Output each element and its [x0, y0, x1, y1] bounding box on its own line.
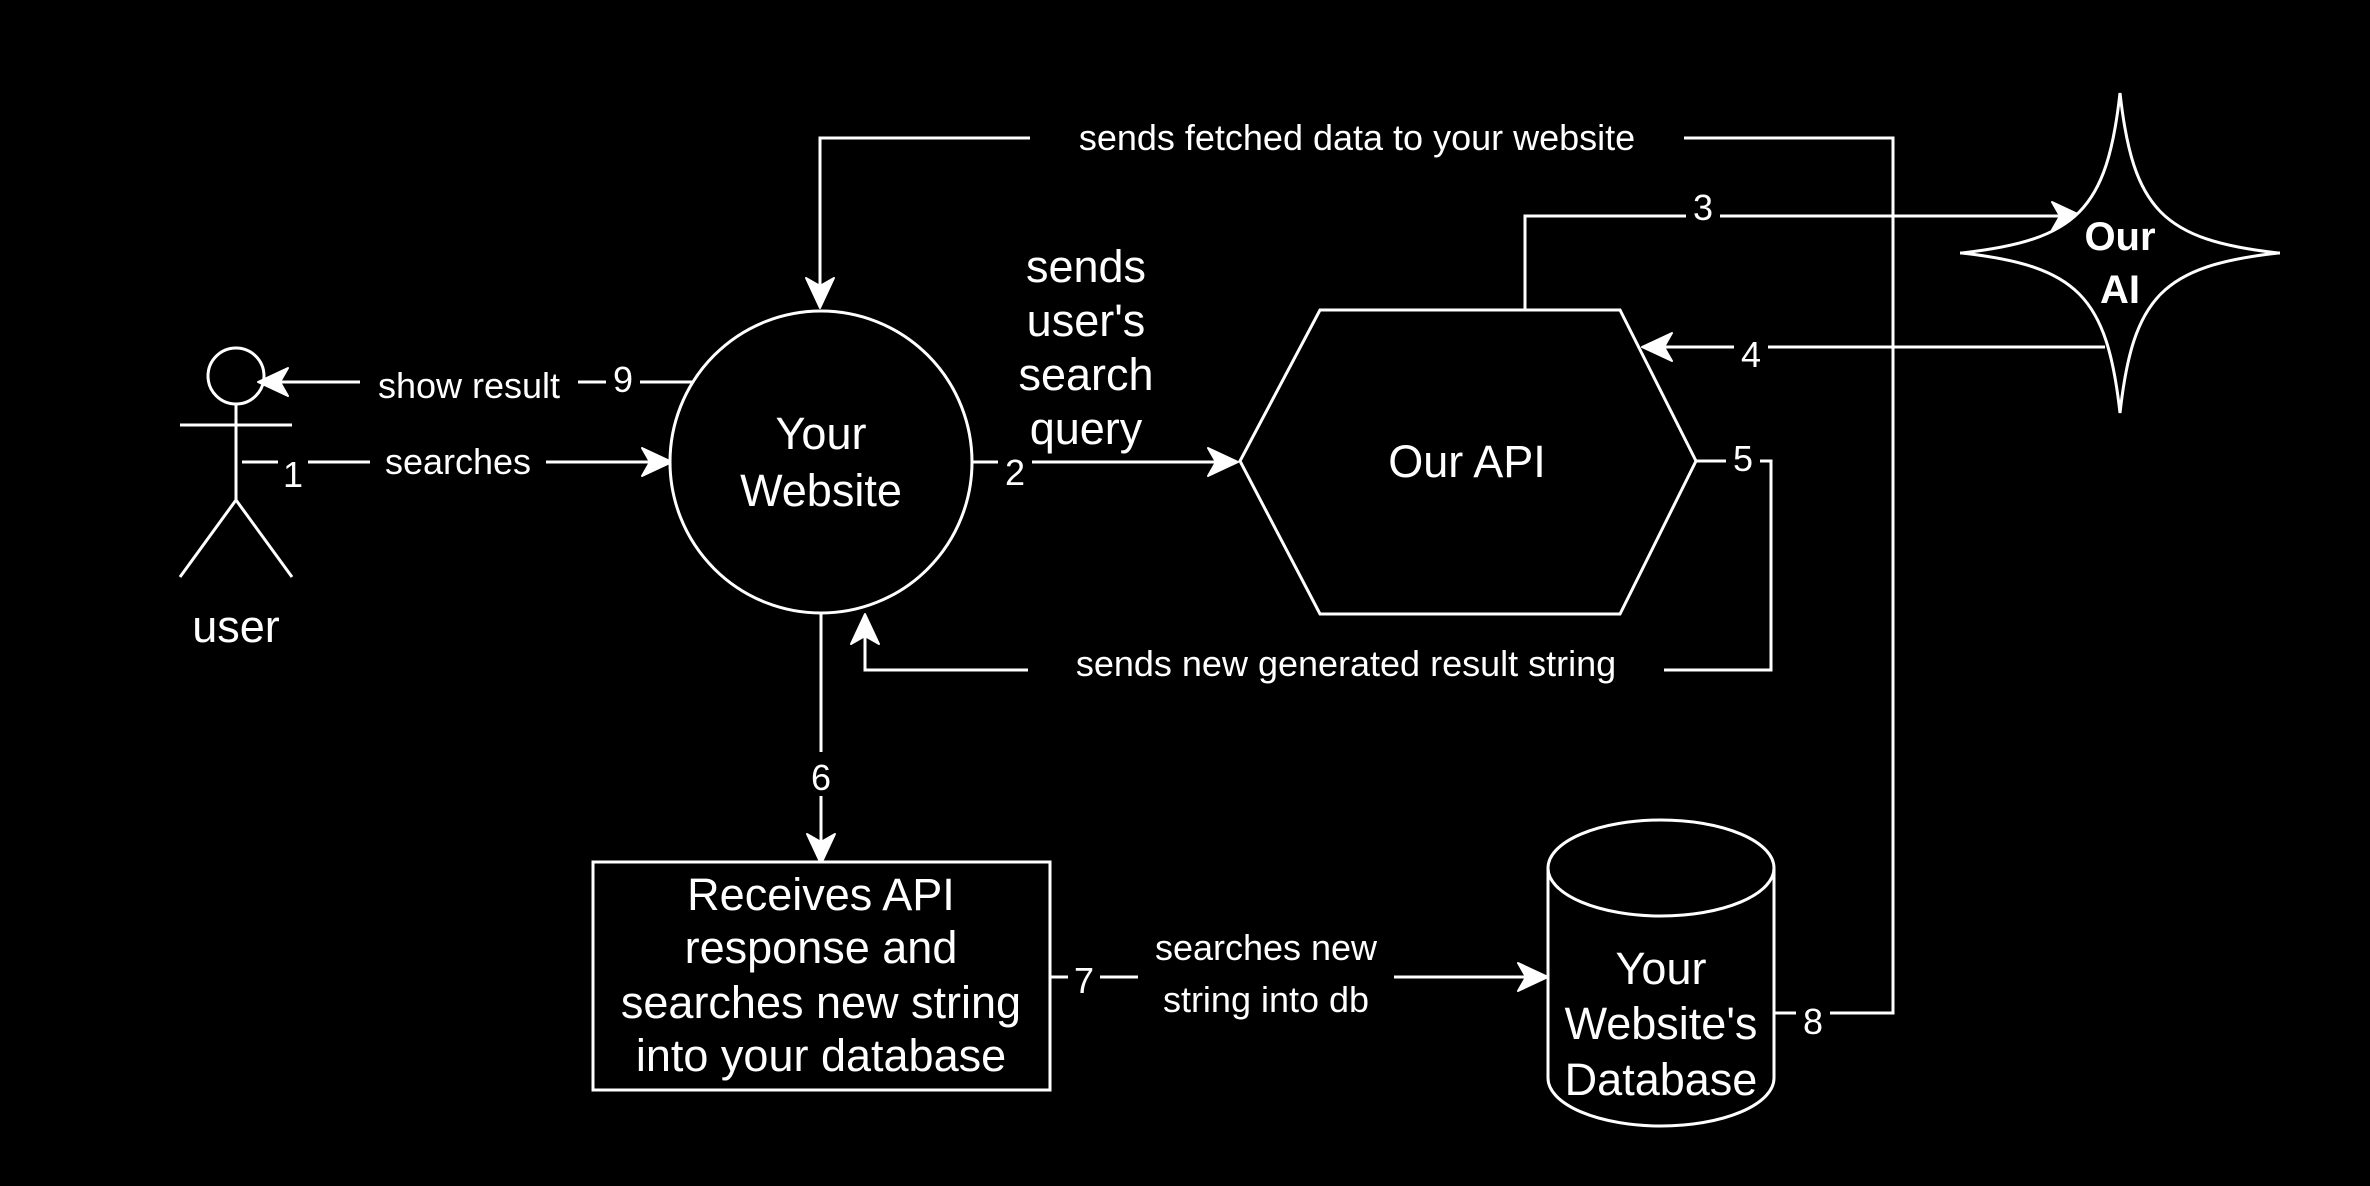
edge-5-number: 5 [1733, 438, 1753, 479]
website-node [668, 309, 974, 615]
edge-7-label-line2: string into db [1163, 979, 1369, 1020]
edge-6-number: 6 [811, 757, 831, 798]
edge-3-line [1523, 214, 2068, 310]
edge-2-arrowhead [1207, 447, 1239, 477]
edge-9-arrowhead [257, 367, 289, 397]
edge-2-label-line4: query [1030, 403, 1143, 454]
edge-9-label: show result [378, 365, 560, 406]
receiver-label-line2: response and [685, 922, 958, 973]
edge-2-number: 2 [1005, 452, 1025, 493]
receiver-label-line1: Receives API [687, 869, 955, 920]
edge-6-arrowhead [806, 833, 836, 865]
edge-1-number: 1 [283, 454, 303, 495]
database-node [1546, 818, 1776, 1128]
edge-9-number: 9 [613, 359, 633, 400]
edge-1-arrowhead [641, 447, 673, 477]
receiver-label-line3: searches new string [621, 977, 1021, 1028]
ai-node-fill [1961, 92, 2279, 414]
user-actor-icon [178, 346, 294, 578]
api-node [1238, 308, 1698, 616]
receiver-label-line4: into your database [636, 1030, 1006, 1081]
edge-8-number: 8 [1803, 1001, 1823, 1042]
edge-8-label: sends fetched data to your website [1079, 117, 1635, 158]
database-label-line2: Website's [1565, 998, 1758, 1049]
database-label-line1: Your [1616, 943, 1707, 994]
edge-5-arrowhead [850, 613, 880, 645]
edge-2-label-line1: sends [1026, 241, 1146, 292]
user-label: user [192, 601, 280, 652]
website-label-line1: Your [776, 408, 867, 459]
edge-1-label: searches [385, 441, 531, 482]
edge-7-arrowhead [1517, 962, 1549, 992]
ai-label-line2: AI [2100, 268, 2140, 312]
edge-8-arrowhead [805, 277, 835, 309]
ai-label-line1: Our [2084, 215, 2155, 259]
edge-3-number: 3 [1693, 187, 1713, 228]
edge-4-number: 4 [1741, 334, 1761, 375]
edge-8-line [818, 136, 1895, 1015]
edge-2-label-line2: user's [1027, 295, 1146, 346]
edge-7-number: 7 [1074, 960, 1094, 1001]
edge-7-label-line1: searches new [1155, 927, 1378, 968]
edge-2-label-line3: search [1018, 349, 1153, 400]
website-label-line2: Website [740, 465, 902, 516]
edge-5-label: sends new generated result string [1076, 643, 1616, 684]
edge-4-arrowhead [1641, 332, 1673, 362]
api-label: Our API [1388, 436, 1546, 487]
receiver-process-node [591, 860, 1052, 1092]
database-label-line3: Database [1565, 1054, 1758, 1105]
